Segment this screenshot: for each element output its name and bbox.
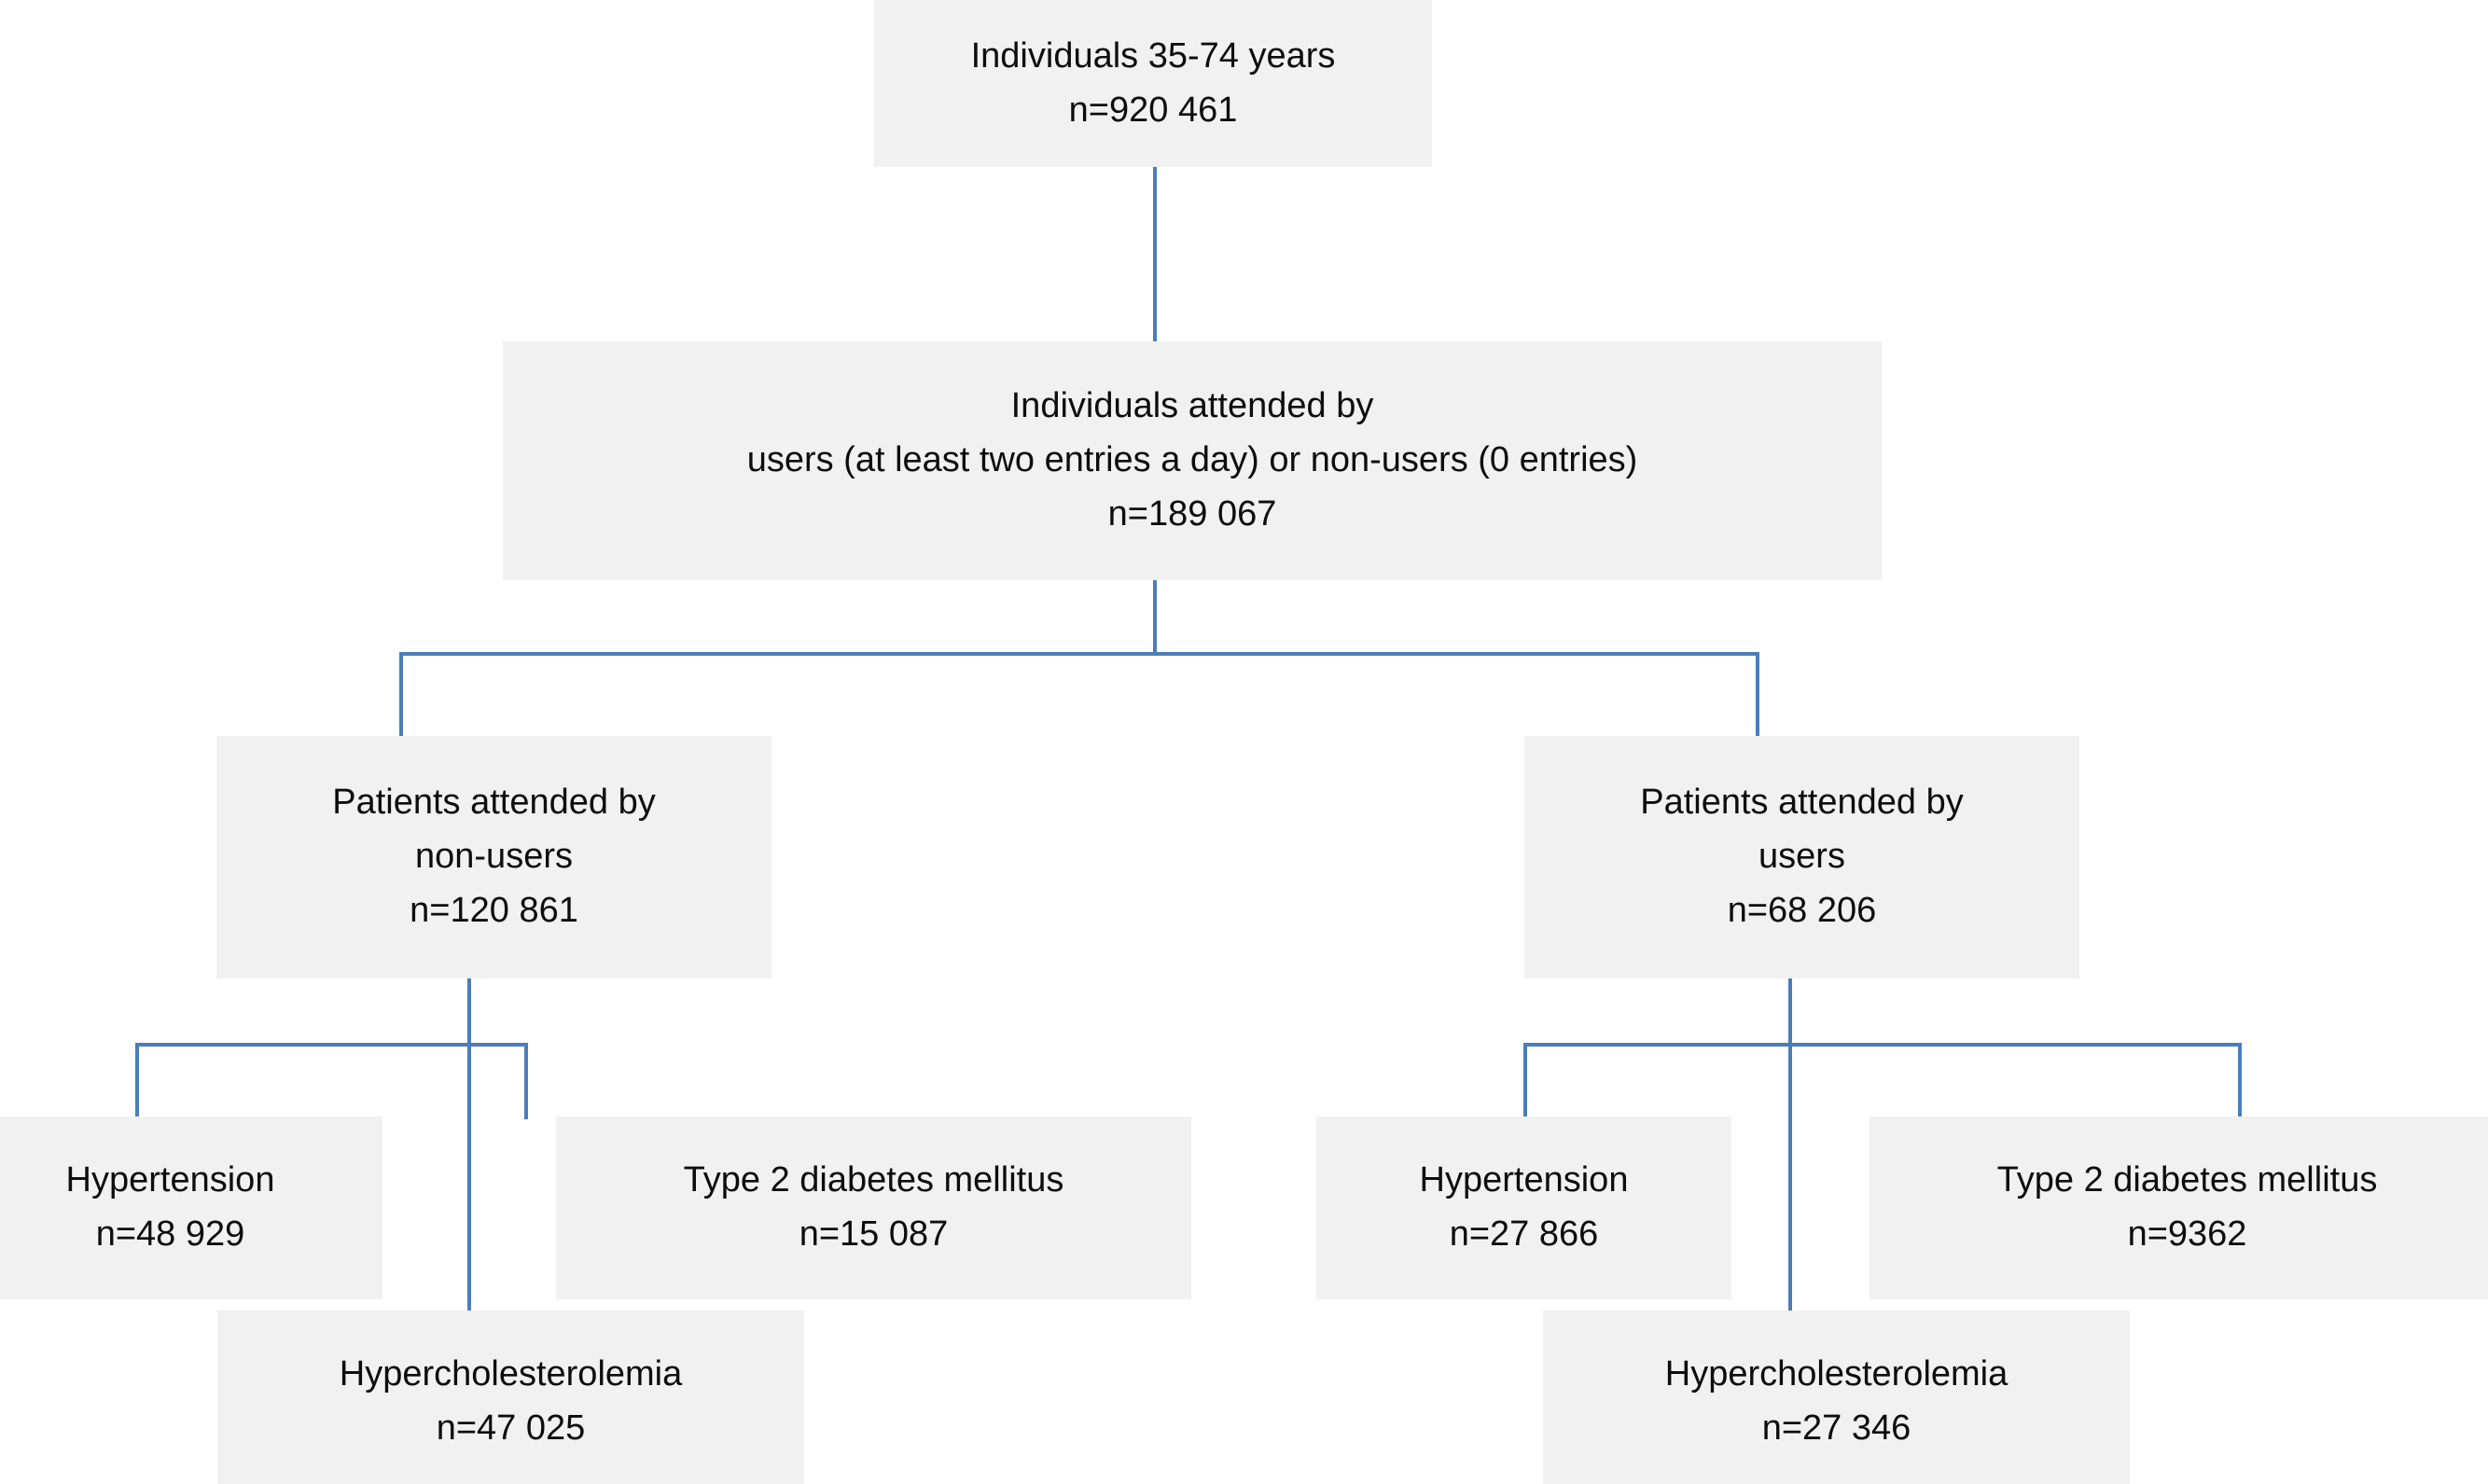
- node-users-diabetes-line2: n=9362: [2127, 1214, 2247, 1254]
- connector-nonusers-stem: [467, 978, 471, 1311]
- connector-level2-bar: [399, 652, 1759, 656]
- node-users-line1: Patients attended by: [1640, 783, 1964, 823]
- node-users[interactable]: Patients attended by users n=68 206: [1524, 736, 2079, 978]
- connector-bar-to-users: [1756, 652, 1759, 736]
- connector-bar-to-nonusers: [399, 652, 403, 736]
- node-attended-line2: users (at least two entries a day) or no…: [746, 440, 1638, 480]
- connector-nonusers-to-dm2: [524, 1043, 528, 1119]
- node-nonusers-diabetes-line2: n=15 087: [799, 1214, 949, 1254]
- node-nonusers-hypertension-line1: Hypertension: [65, 1160, 275, 1200]
- node-nonusers[interactable]: Patients attended by non-users n=120 861: [216, 736, 771, 978]
- node-attended-line1: Individuals attended by: [1010, 386, 1374, 426]
- node-users-hypercholesterolemia[interactable]: Hypercholesterolemia n=27 346: [1543, 1311, 2130, 1484]
- connector-users-to-htn: [1523, 1043, 1527, 1119]
- connector-nonusers-to-htn: [135, 1043, 139, 1119]
- node-nonusers-hypercholesterolemia-line2: n=47 025: [436, 1408, 586, 1448]
- node-users-hypertension-line1: Hypertension: [1419, 1160, 1629, 1200]
- node-root-line2: n=920 461: [1068, 90, 1238, 130]
- node-nonusers-hypertension[interactable]: Hypertension n=48 929: [0, 1116, 382, 1299]
- node-users-diabetes[interactable]: Type 2 diabetes mellitus n=9362: [1869, 1116, 2488, 1299]
- node-users-hypercholesterolemia-line2: n=27 346: [1761, 1408, 1911, 1448]
- node-root[interactable]: Individuals 35-74 years n=920 461: [874, 0, 1432, 167]
- connector-nonusers-bar: [135, 1043, 527, 1047]
- node-nonusers-hypercholesterolemia[interactable]: Hypercholesterolemia n=47 025: [217, 1311, 804, 1484]
- connector-users-to-dm2: [2238, 1043, 2242, 1119]
- node-users-line2: users: [1758, 837, 1845, 877]
- connector-users-bar: [1523, 1043, 2242, 1047]
- node-nonusers-line1: Patients attended by: [332, 783, 656, 823]
- node-root-line1: Individuals 35-74 years: [970, 35, 1336, 76]
- node-nonusers-line2: non-users: [415, 837, 573, 877]
- connector-users-stem: [1788, 978, 1792, 1311]
- node-nonusers-diabetes[interactable]: Type 2 diabetes mellitus n=15 087: [556, 1116, 1191, 1299]
- connector-attended-stem: [1153, 580, 1157, 655]
- node-nonusers-line3: n=120 861: [410, 890, 578, 930]
- node-users-diabetes-line1: Type 2 diabetes mellitus: [1996, 1160, 2378, 1200]
- node-users-line3: n=68 206: [1727, 890, 1877, 930]
- node-users-hypertension[interactable]: Hypertension n=27 866: [1316, 1116, 1731, 1299]
- node-nonusers-diabetes-line1: Type 2 diabetes mellitus: [683, 1160, 1064, 1200]
- node-users-hypertension-line2: n=27 866: [1449, 1214, 1599, 1254]
- node-users-hypercholesterolemia-line1: Hypercholesterolemia: [1664, 1354, 2008, 1394]
- connector-root-to-attended: [1153, 0, 1157, 345]
- node-attended-line3: n=189 067: [1107, 493, 1277, 534]
- node-attended[interactable]: Individuals attended by users (at least …: [503, 341, 1882, 580]
- node-nonusers-hypercholesterolemia-line1: Hypercholesterolemia: [339, 1354, 683, 1394]
- node-nonusers-hypertension-line2: n=48 929: [95, 1214, 245, 1254]
